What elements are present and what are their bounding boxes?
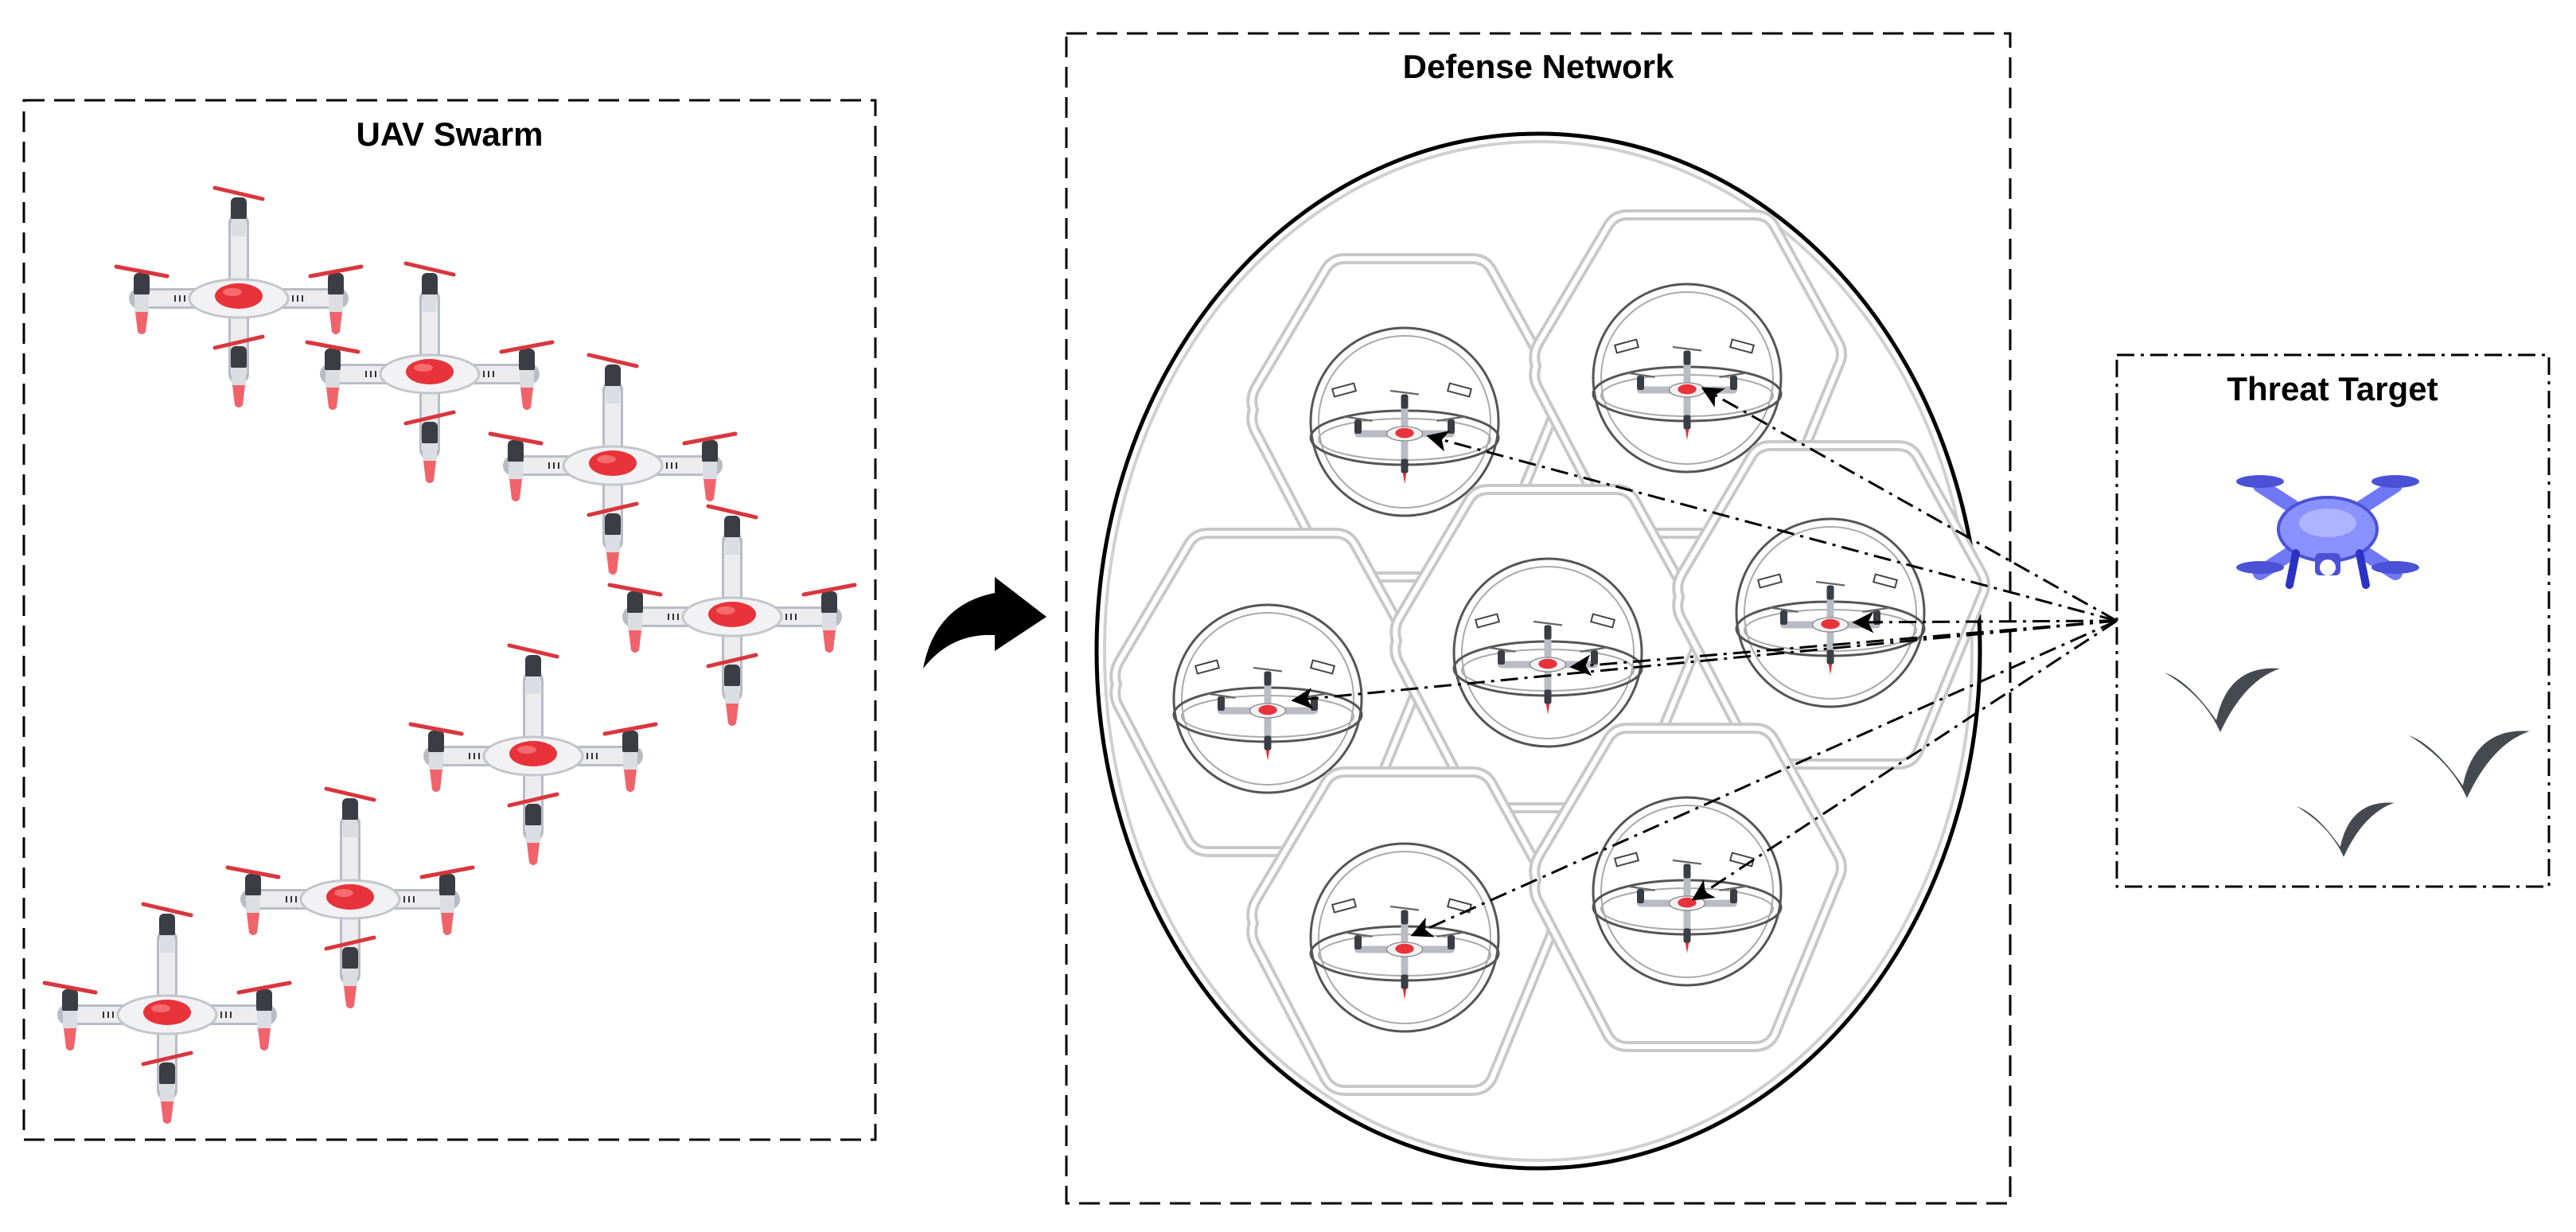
- quadcopter-icon: [610, 506, 855, 726]
- threat-target-title: Threat Target: [2227, 370, 2438, 407]
- threat-target-panel: Threat Target: [2115, 353, 2551, 888]
- quadcopter-icon: [45, 904, 290, 1124]
- threat-drone-icon: [2236, 475, 2419, 589]
- signal-lines: [1291, 387, 2118, 938]
- uav-swarm-panel: UAV Swarm: [22, 99, 877, 1141]
- curved-arrow-icon: [923, 577, 1046, 669]
- bird-icon: [2408, 731, 2530, 798]
- defense-network-title: Defense Network: [1403, 48, 1674, 85]
- bird-icon: [2296, 802, 2395, 857]
- quadcopter-icon: [228, 789, 473, 1008]
- bird-icon: [2165, 668, 2280, 732]
- defense-network-panel: Defense Network: [1065, 32, 2012, 1205]
- uav-swarm-title: UAV Swarm: [357, 115, 544, 153]
- quadcopter-icon: [411, 645, 656, 865]
